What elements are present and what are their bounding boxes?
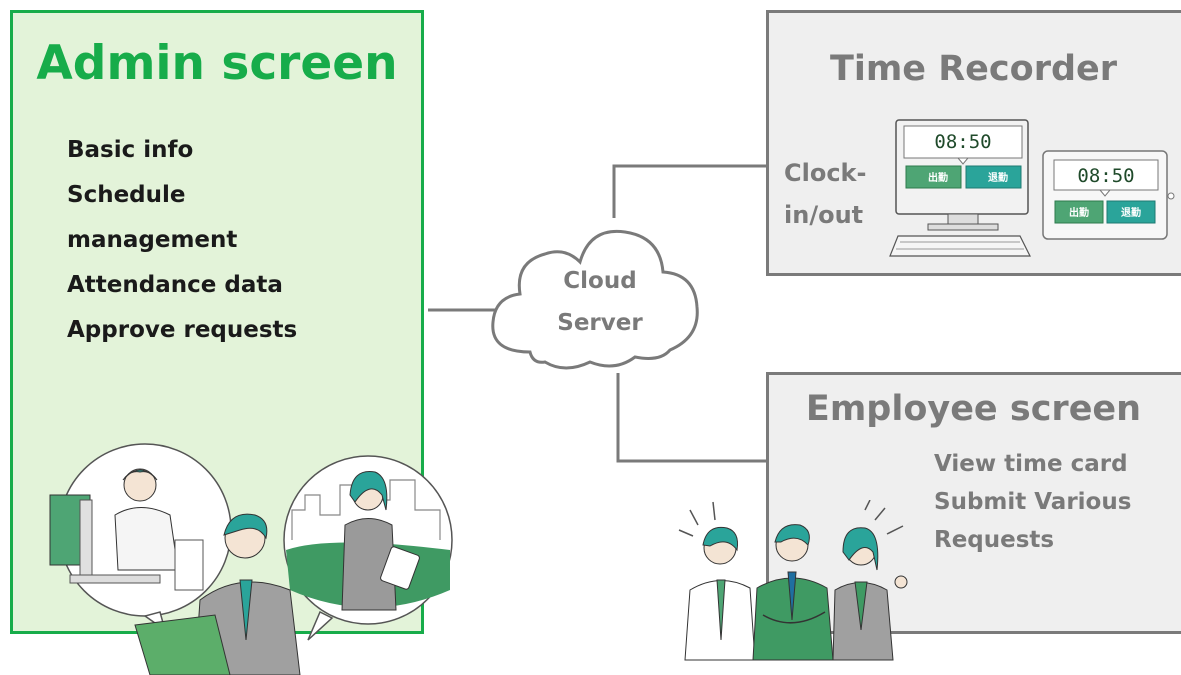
tablet-btn-in-label: 出勤 bbox=[1069, 206, 1089, 219]
employee-title: Employee screen bbox=[805, 389, 1142, 429]
admin-item-basic-info: Basic info bbox=[67, 137, 194, 163]
desktop-time-recorder-illustration: 08:50 出勤 退勤 bbox=[889, 119, 1031, 257]
manager-with-laptop-illustration bbox=[134, 513, 301, 675]
time-recorder-title: Time Recorder bbox=[829, 49, 1118, 89]
employee-item-requests: Requests bbox=[934, 527, 1055, 553]
tablet-clock-time: 08:50 bbox=[1077, 165, 1134, 187]
cloud-server-icon bbox=[491, 229, 699, 370]
employee-man-middle bbox=[752, 524, 834, 661]
employee-item-view-time-card: View time card bbox=[934, 451, 1128, 477]
employee-item-submit-various: Submit Various bbox=[934, 489, 1132, 515]
clock-label-line1: Clock- bbox=[784, 159, 867, 187]
desktop-btn-in-label: 出勤 bbox=[928, 171, 948, 184]
admin-item-approve-requests: Approve requests bbox=[67, 317, 298, 343]
employees-group-illustration bbox=[678, 500, 908, 661]
employee-woman-right bbox=[832, 527, 908, 661]
clock-label-line2: in/out bbox=[784, 201, 864, 229]
cloud-label-line2: Server bbox=[557, 310, 643, 336]
employee-man-left bbox=[684, 526, 756, 661]
admin-title: Admin screen bbox=[36, 36, 398, 91]
admin-item-management: management bbox=[67, 227, 238, 253]
office-worker-circle-illustration bbox=[49, 443, 232, 632]
clock-in-out-label: Clock- in/out bbox=[784, 152, 884, 236]
mobile-worker-circle-illustration bbox=[283, 455, 453, 641]
admin-item-schedule: Schedule bbox=[67, 182, 186, 208]
desktop-btn-out-label: 退勤 bbox=[988, 171, 1008, 184]
cloud-recorder-line bbox=[612, 164, 766, 218]
admin-item-attendance-data: Attendance data bbox=[67, 272, 283, 298]
desktop-clock-time: 08:50 bbox=[934, 131, 991, 153]
tablet-btn-out-label: 退勤 bbox=[1121, 206, 1141, 219]
excitement-lines bbox=[678, 500, 904, 537]
admin-illustration bbox=[49, 443, 453, 675]
tablet-time-recorder-illustration: 08:50 出勤 退勤 bbox=[1042, 150, 1175, 240]
cloud-employee-line bbox=[616, 373, 766, 463]
cloud-label-line1: Cloud bbox=[563, 268, 637, 294]
